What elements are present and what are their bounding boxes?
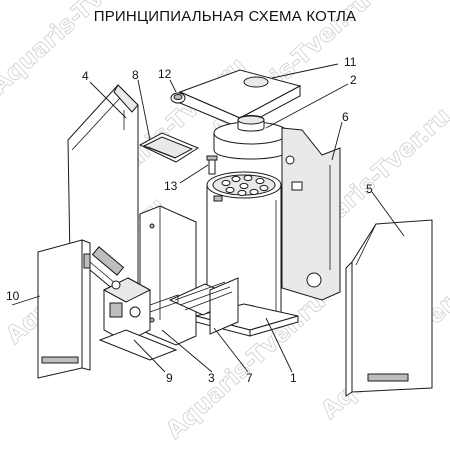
callout-7: 7: [246, 371, 253, 385]
callout-6: 6: [342, 110, 349, 124]
callout-5: 5: [366, 182, 373, 196]
part-5-right-panel: [345, 219, 433, 397]
callout-8: 8: [132, 68, 139, 82]
callout-9: 9: [166, 371, 173, 385]
flue-tubes: [221, 174, 269, 197]
callout-10: 10: [6, 289, 20, 303]
callout-3: 3: [208, 371, 215, 385]
part-6-side-panel: [281, 127, 341, 301]
callout-11: 11: [344, 55, 357, 69]
callout-13: 13: [164, 179, 178, 193]
part-8-control-frame: [138, 132, 200, 163]
callout-2: 2: [350, 73, 357, 87]
part-12-cap: [170, 92, 186, 104]
callout-12: 12: [158, 67, 172, 81]
vent-slots: [41, 253, 91, 364]
part-10-front-panel: [37, 239, 91, 379]
callout-4: 4: [82, 69, 89, 83]
callout-labels: 11 2 6 5 4 8 12 13 10 9 3 7 1: [6, 55, 373, 385]
leader-lines: [11, 63, 405, 373]
part-7-burner: [168, 277, 240, 335]
part-9-gas-valve: [98, 277, 179, 361]
diagram-title: ПРИНЦИПИАЛЬНАЯ СХЕМА КОТЛА: [93, 8, 357, 25]
part-13-gas-fitting: [206, 155, 218, 175]
callout-1: 1: [290, 371, 297, 385]
part-2-flue-hood: [213, 115, 289, 160]
